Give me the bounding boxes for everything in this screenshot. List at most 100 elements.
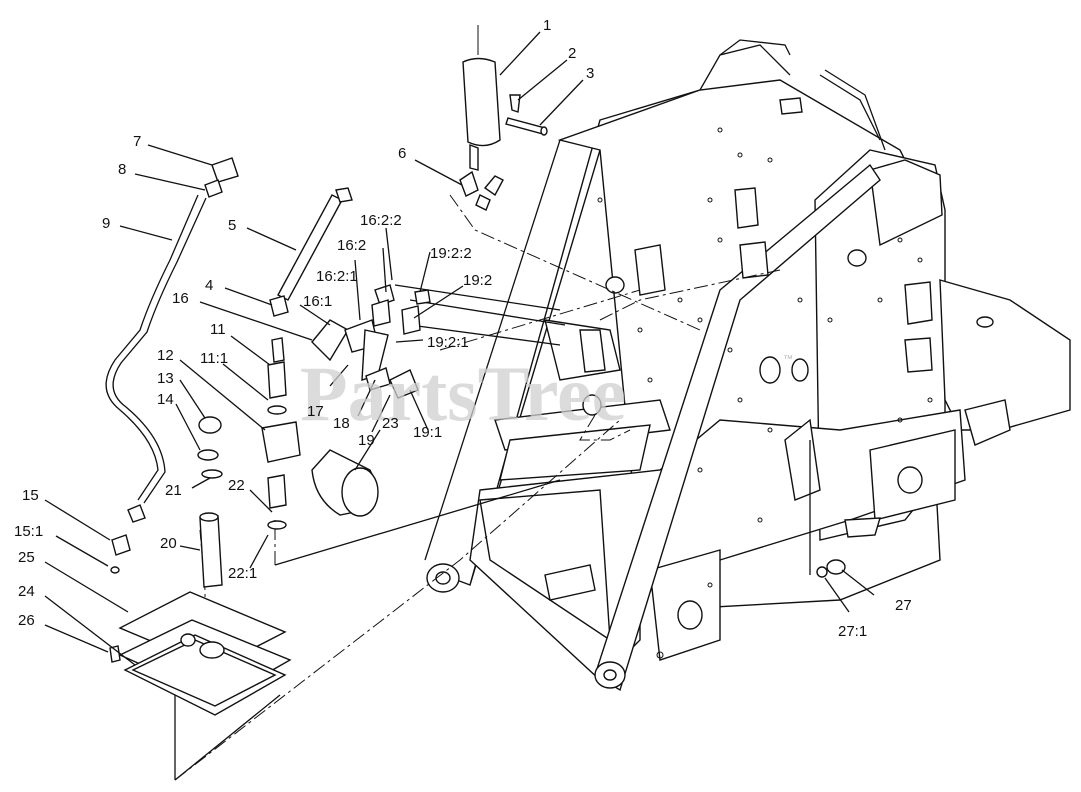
callout-11: 11 [210, 321, 226, 338]
callout-27-1: 27:1 [838, 623, 867, 640]
plug-13 [198, 416, 222, 434]
lift-cylinder-assembly [462, 25, 548, 171]
top-slot [779, 97, 803, 115]
callout-1: 1 [543, 17, 551, 34]
clamp-21 [201, 469, 223, 479]
callout-14: 14 [157, 391, 174, 408]
fitting-11 [267, 361, 287, 399]
fitting-19-2 [401, 305, 421, 335]
callout-9: 9 [102, 215, 110, 232]
callout-16-2-1: 16:2:1 [316, 268, 358, 285]
callout-8: 8 [118, 161, 126, 178]
tower-hole-3 [847, 249, 867, 267]
tower-opening-1 [634, 244, 666, 296]
fitting-18 [365, 367, 391, 391]
callout-2: 2 [568, 45, 576, 62]
leader-19-2 [409, 299, 566, 326]
callout-17: 17 [307, 403, 324, 420]
callout-20: 20 [160, 535, 177, 552]
suction-tube-assembly [110, 469, 223, 588]
callout-4: 4 [205, 277, 213, 294]
fitting-22 [267, 474, 287, 509]
front-panel-slot [544, 564, 596, 601]
leader-22-frame [274, 479, 561, 566]
centerline-base [174, 419, 621, 781]
frame-top-tube [719, 39, 791, 56]
tower-opening-2 [734, 187, 759, 229]
centerline-hose-1 [449, 194, 701, 331]
filter-head-12 [261, 421, 301, 463]
frame-top-bracket [699, 44, 791, 91]
callout-7: 7 [133, 133, 141, 150]
fitting-15 [111, 534, 131, 556]
cover-plate-assembly [109, 591, 292, 716]
arm-pivot-left-hole [435, 571, 451, 585]
callout-22-1: 22:1 [228, 565, 257, 582]
washer-27-1 [816, 566, 828, 578]
centerline-hose-2 [439, 289, 641, 351]
lower-right-plate-hole [897, 466, 923, 494]
o-ring-22-1 [267, 520, 287, 530]
fitting-19-2-2 [414, 289, 431, 305]
callout-26: 26 [18, 612, 35, 629]
fitting-8 [204, 179, 223, 198]
plate-opening-2 [904, 337, 933, 373]
callout-18: 18 [333, 415, 350, 432]
fitting-11-top [271, 337, 285, 363]
cylinder-fitting [469, 143, 479, 171]
frame-handle-tube-2 [824, 69, 886, 151]
deck-slot [964, 399, 1011, 446]
fittings-6 [459, 170, 504, 211]
callout-19-2: 19:2 [463, 272, 492, 289]
hose-assembly-5 [269, 187, 353, 317]
callout-22: 22 [228, 477, 245, 494]
tower-hole-2 [791, 358, 809, 382]
callout-16: 16 [172, 290, 189, 307]
elbow-fitting-6c [475, 194, 491, 211]
callout-27: 27 [895, 597, 912, 614]
callout-19-2-2: 19:2:2 [430, 245, 472, 262]
assembly-centerlines [174, 194, 811, 781]
leader-16-2 [394, 284, 561, 311]
callout-leaders [44, 31, 875, 666]
callout-25: 25 [18, 549, 35, 566]
hose-9-inner [112, 197, 207, 504]
callout-labels: 1 2 3 6 7 8 9 5 4 16 11 11:1 12 13 14 15… [14, 17, 912, 640]
callout-6: 6 [398, 145, 406, 162]
o-ring-15-1 [110, 566, 120, 574]
elbow-fitting-6b [483, 175, 504, 197]
leader-19-2-1 [409, 324, 561, 346]
callout-3: 3 [586, 65, 594, 82]
callout-13: 13 [157, 370, 174, 387]
callout-19-1: 19:1 [413, 424, 442, 441]
plate-opening-1 [904, 281, 933, 325]
cylinder-bushing [582, 394, 602, 416]
centerline-fitting [599, 269, 781, 321]
callout-19: 19 [358, 432, 375, 449]
callout-16-2: 16:2 [337, 237, 366, 254]
o-ring-14 [197, 449, 219, 461]
plate-fitting-b [199, 641, 225, 659]
clevis-pin-3 [505, 117, 546, 135]
centerline-20 [199, 529, 206, 640]
o-ring-11-1 [267, 405, 287, 415]
arm-pivot-right-hole [603, 669, 617, 681]
clevis-pin-end [540, 126, 548, 136]
callout-24: 24 [18, 583, 35, 600]
valve-fittings [311, 284, 431, 399]
frame-right-arm [594, 163, 881, 692]
tower-hole-4 [605, 276, 625, 294]
callout-12: 12 [157, 347, 174, 364]
tower-opening-3 [739, 241, 769, 279]
callout-5: 5 [228, 217, 236, 234]
lower-tab [844, 517, 881, 538]
cylinder-bracket-ear [579, 329, 606, 373]
fitting-16-2-1 [371, 299, 391, 327]
hose-end-fitting [127, 504, 146, 523]
callout-15: 15 [22, 487, 39, 504]
callout-16-2-2: 16:2:2 [360, 212, 402, 229]
frame-bolt-holes [597, 127, 933, 659]
filter-23-cap [341, 467, 379, 517]
